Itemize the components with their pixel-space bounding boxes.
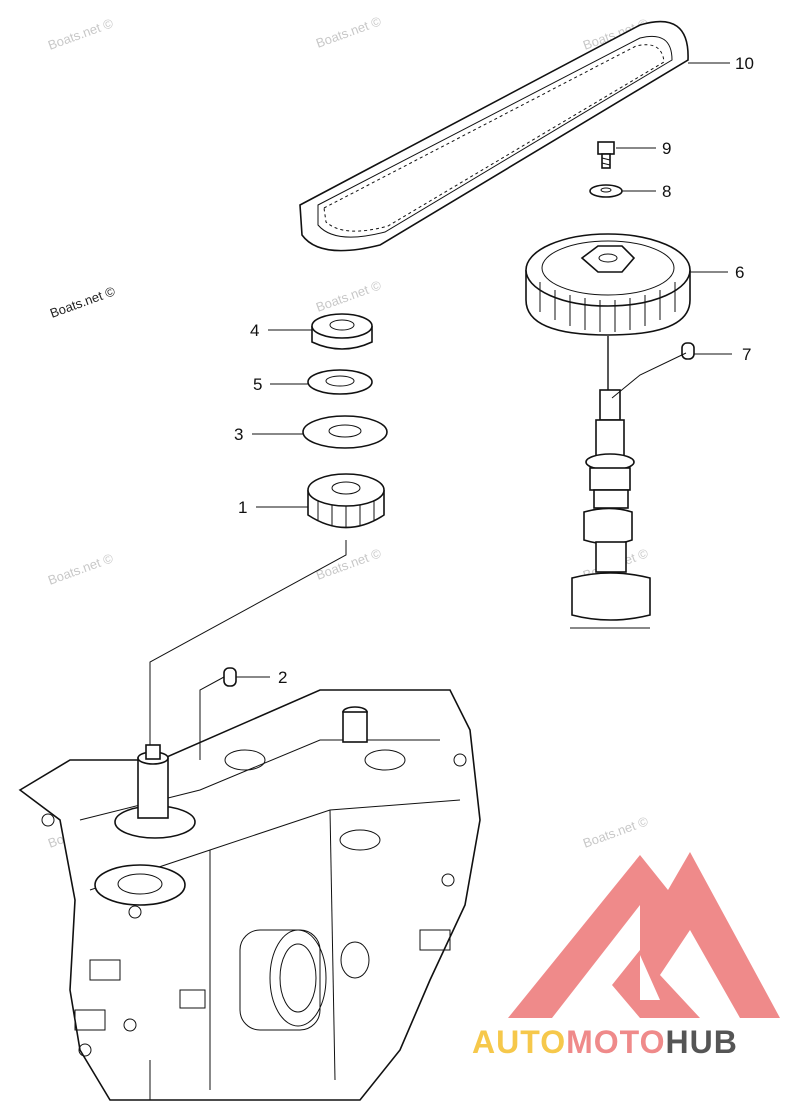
- automotohub-logo: AUTOMOTOHUB: [472, 852, 780, 1060]
- callout-7: 7: [742, 345, 751, 364]
- leader-lines: [236, 62, 732, 678]
- lock-washer: [307, 369, 373, 395]
- callout-5: 5: [253, 375, 262, 394]
- logo-auto: AUTO: [472, 1024, 566, 1060]
- callout-numbers: 10 9 8 6 7 4 5 3 1 2: [234, 54, 754, 687]
- crankshaft-key: [223, 667, 237, 687]
- watermark-text: Boats.net ©: [46, 15, 116, 53]
- watermark-text: Boats.net ©: [314, 277, 384, 315]
- woodruff-key: [681, 342, 695, 360]
- logo-triangle-mark: [508, 852, 780, 1018]
- logo-moto: MOTO: [566, 1024, 665, 1060]
- washer: [589, 184, 623, 198]
- pulley-teeth: [539, 282, 676, 332]
- callout-1: 1: [238, 498, 247, 517]
- callout-2: 2: [278, 668, 287, 687]
- callout-3: 3: [234, 425, 243, 444]
- bolt: [597, 141, 615, 169]
- watermark-text: Boats.net ©: [48, 283, 118, 321]
- assembly-lines: [149, 352, 687, 760]
- engine-block: [18, 689, 481, 1101]
- watermark-text: Boats.net ©: [314, 545, 384, 583]
- drive-pulley: [307, 473, 385, 529]
- callout-9: 9: [662, 139, 671, 158]
- logo-hub: HUB: [665, 1024, 737, 1060]
- camshaft: [570, 336, 651, 629]
- nut: [311, 313, 373, 350]
- watermark-text: Boats.net ©: [46, 550, 116, 588]
- watermark-text: Boats.net ©: [581, 813, 651, 851]
- callout-10: 10: [735, 54, 754, 73]
- plate: [302, 415, 388, 449]
- callout-8: 8: [662, 182, 671, 201]
- watermark-text: Boats.net ©: [314, 13, 384, 51]
- logo-wordmark: AUTOMOTOHUB: [472, 1024, 738, 1060]
- cam-pulley: [525, 233, 691, 336]
- timing-belt: [299, 20, 689, 252]
- callout-4: 4: [250, 321, 259, 340]
- callout-6: 6: [735, 263, 744, 282]
